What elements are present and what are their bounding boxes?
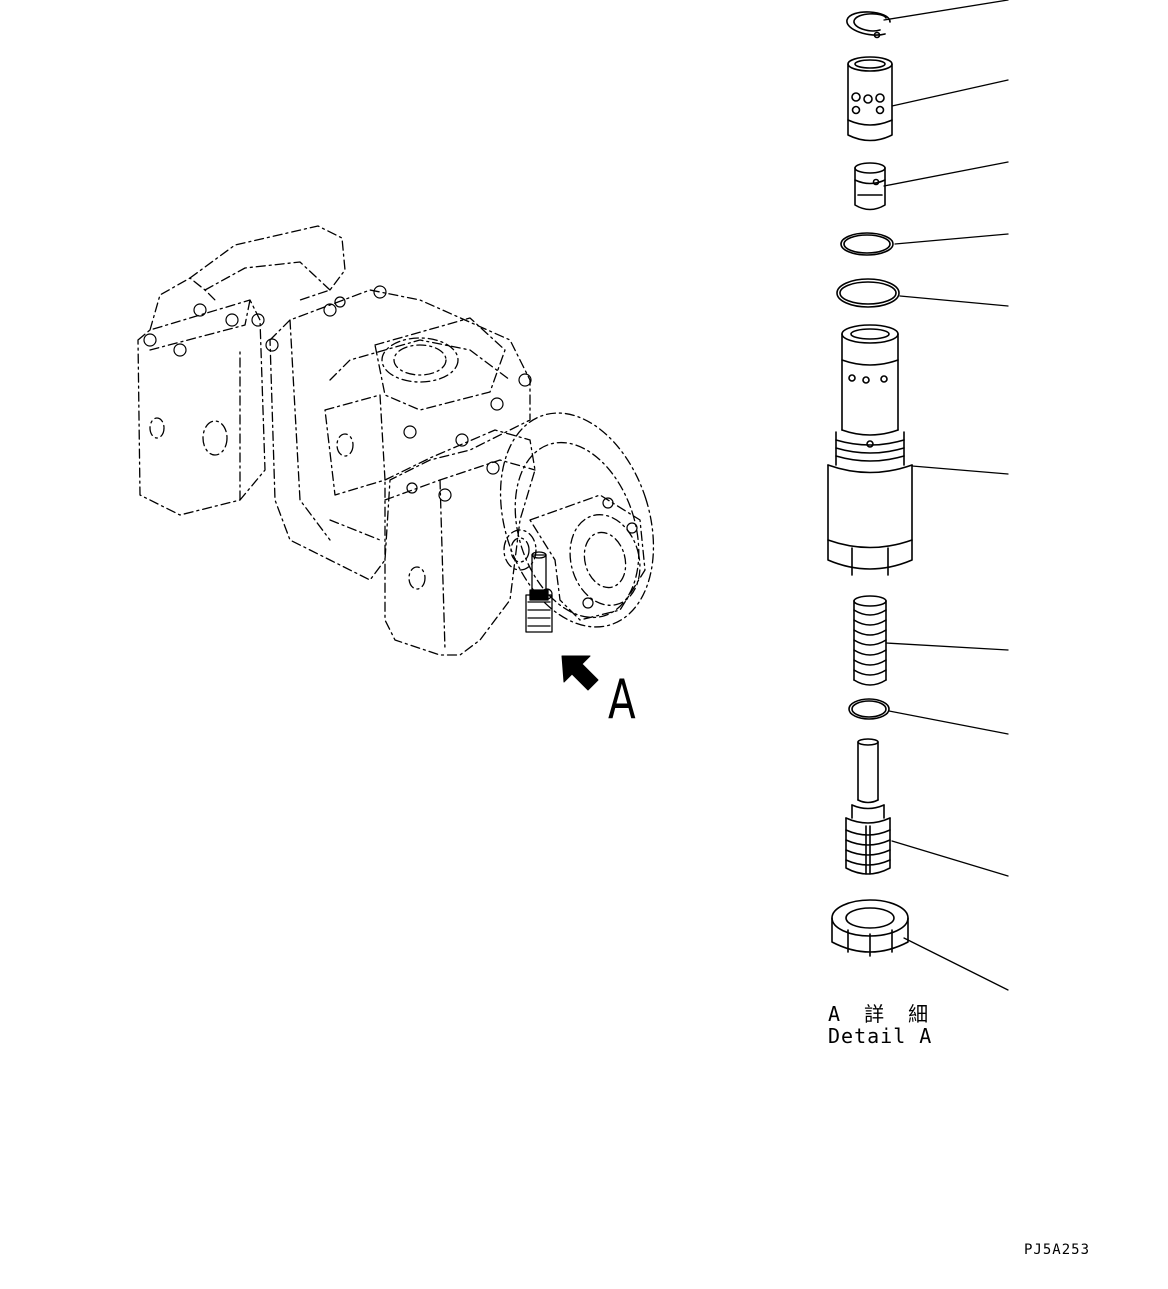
- leader-lines: [883, 0, 1009, 991]
- part-o-ring-3: [848, 698, 890, 720]
- pump-relief-valve: [525, 551, 553, 633]
- part-spring: [853, 595, 887, 686]
- figure-code: PJ5A253: [1024, 1242, 1091, 1258]
- part-valve-body: [827, 324, 913, 576]
- detail-title-en: Detail A: [828, 1024, 933, 1048]
- part-o-ring-2: [836, 278, 900, 308]
- part-sleeve: [847, 56, 893, 142]
- detail-title-jp: A 詳 細: [828, 1002, 935, 1026]
- part-lock-nut: [831, 899, 909, 957]
- view-label-a: A: [608, 668, 636, 731]
- part-adjust-screw: [845, 738, 891, 875]
- view-arrow-a: [561, 655, 599, 691]
- pump-assembly: [137, 225, 655, 656]
- part-snap-ring: [846, 11, 891, 39]
- part-piston: [854, 162, 886, 211]
- part-o-ring-1: [840, 232, 894, 256]
